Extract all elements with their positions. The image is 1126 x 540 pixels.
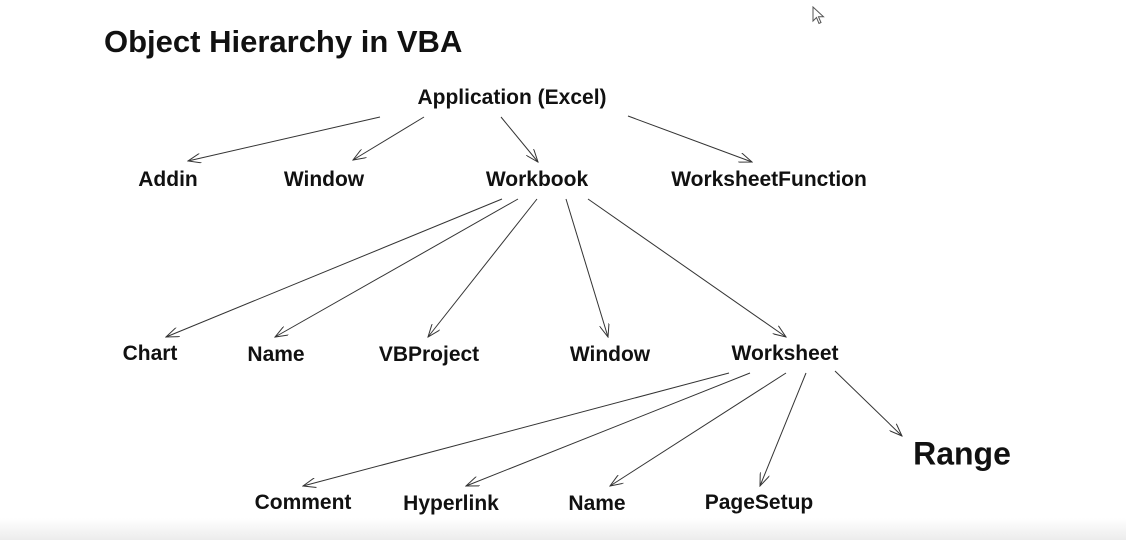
arrow-worksheet-to-range xyxy=(834,370,902,436)
arrow-workbook-to-window_wb xyxy=(565,198,608,337)
node-comment: Comment xyxy=(254,491,352,514)
bottom-bar xyxy=(0,518,1126,540)
node-window: Window xyxy=(283,168,365,191)
node-name-workbook: Name xyxy=(247,343,305,366)
arrow-workbook-to-vbproject xyxy=(428,198,538,337)
arrow-application-to-window_app xyxy=(353,116,425,160)
arrow-workbook-to-worksheet xyxy=(587,198,786,337)
node-hyperlink: Hyperlink xyxy=(403,492,499,515)
node-workbook: Workbook xyxy=(485,168,589,191)
arrow-worksheet-to-comment xyxy=(303,372,730,486)
node-addin: Addin xyxy=(138,168,198,191)
arrow-application-to-workbook xyxy=(500,116,538,162)
arrow-workbook-to-name_wb xyxy=(275,198,519,337)
arrow-worksheet-to-hyperlink xyxy=(466,372,751,486)
node-worksheetfunction: WorksheetFunction xyxy=(671,168,867,191)
node-window-workbook: Window xyxy=(569,343,651,366)
node-application: Application (Excel) xyxy=(417,86,607,109)
mouse-pointer-icon xyxy=(812,6,825,25)
node-range: Range xyxy=(913,435,1011,472)
arrow-application-to-worksheet_function xyxy=(627,115,752,162)
arrow-workbook-to-chart xyxy=(166,198,503,337)
slide-title: Object Hierarchy in VBA xyxy=(104,24,463,59)
node-pagesetup: PageSetup xyxy=(704,491,814,514)
arrow-worksheet-to-name_ws xyxy=(610,372,787,486)
arrow-worksheet-to-pagesetup xyxy=(760,372,807,486)
node-name-worksheet: Name xyxy=(568,492,626,515)
arrow-application-to-addin xyxy=(188,116,381,161)
node-chart: Chart xyxy=(122,342,178,365)
node-worksheet: Worksheet xyxy=(731,342,839,365)
node-vbproject: VBProject xyxy=(378,343,480,366)
